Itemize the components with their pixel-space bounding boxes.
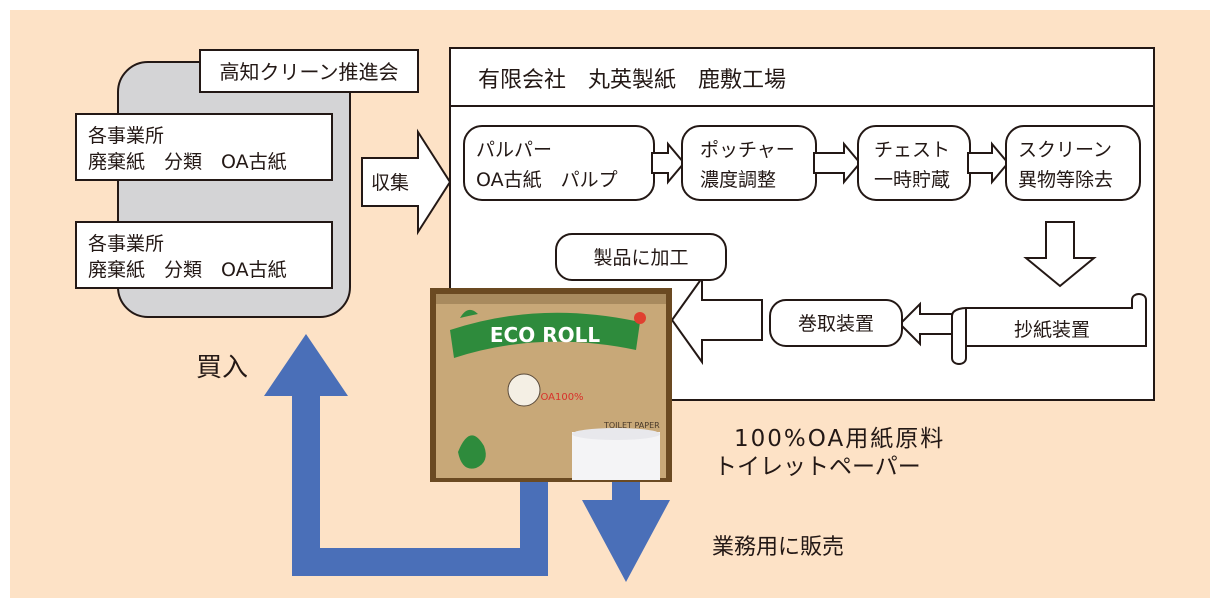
product-photo: ECO ROLL OA100% TOILET PAPER	[430, 288, 672, 482]
purchase-label: 買入	[196, 353, 248, 383]
step-papermaking-shape	[951, 293, 1147, 365]
office-box-2	[75, 221, 333, 289]
office-2-name: 各事業所	[88, 233, 164, 255]
leaf-icon	[460, 309, 478, 318]
office-2-detail: 廃棄紙 分類 OA古紙	[88, 259, 287, 281]
step-screen-detail: 異物等除去	[1018, 169, 1113, 191]
turtle-mascot-icon	[458, 435, 486, 469]
step-winding: 巻取装置	[798, 313, 874, 335]
purchase-return-arrow	[264, 334, 548, 576]
office-1-name: 各事業所	[88, 125, 164, 147]
step-pulper-name: パルパー	[476, 139, 552, 161]
step-processing-box	[555, 233, 727, 281]
product-box-edge	[436, 294, 666, 304]
sale-arrow	[582, 474, 670, 582]
step-processing: 製品に加工	[593, 247, 688, 269]
group-label: 高知クリーン推進会	[220, 60, 399, 84]
product-caption-line1: 100%OA用紙原料	[734, 426, 945, 452]
product-badge: OA100%	[540, 392, 583, 403]
step-potcher-detail: 濃度調整	[700, 169, 776, 191]
factory-title: 有限会社 丸英製紙 鹿敷工場	[478, 68, 786, 93]
arrow-winding-to-processing	[670, 274, 763, 366]
step-screen-name: スクリーン	[1018, 139, 1112, 161]
toilet-roll-top	[572, 428, 660, 440]
step-winding-box	[769, 299, 903, 347]
step-chest-detail: 一時貯蔵	[874, 169, 950, 191]
product-brand: ECO ROLL	[490, 323, 600, 347]
collect-label: 収集	[371, 172, 409, 194]
step-potcher-name: ポッチャー	[700, 139, 795, 161]
arrow-potcher-to-chest	[813, 141, 862, 185]
step-chest-name: チェスト	[874, 139, 950, 161]
eco-roll-banner	[450, 312, 640, 358]
arrow-screen-to-papermaking	[1023, 221, 1097, 288]
office-1-detail: 廃棄紙 分類 OA古紙	[88, 151, 287, 173]
step-pulper-detail: OA古紙 パルプ	[476, 169, 618, 191]
sale-label: 業務用に販売	[712, 535, 844, 560]
product-caption-line2: トイレットペーパー	[714, 454, 921, 480]
mascot-icon	[507, 373, 541, 407]
collect-arrow	[361, 128, 452, 236]
package-caption: TOILET PAPER	[603, 421, 660, 430]
arrow-chest-to-screen	[967, 141, 1010, 185]
group-label-box	[199, 49, 419, 93]
step-screen-box	[1005, 125, 1141, 201]
arrow-pulper-to-potcher	[651, 141, 686, 185]
step-papermaking: 抄紙装置	[1014, 319, 1090, 341]
office-box-1	[75, 113, 333, 181]
arrow-papermaking-to-winding	[898, 301, 953, 347]
flower-icon	[634, 312, 646, 324]
